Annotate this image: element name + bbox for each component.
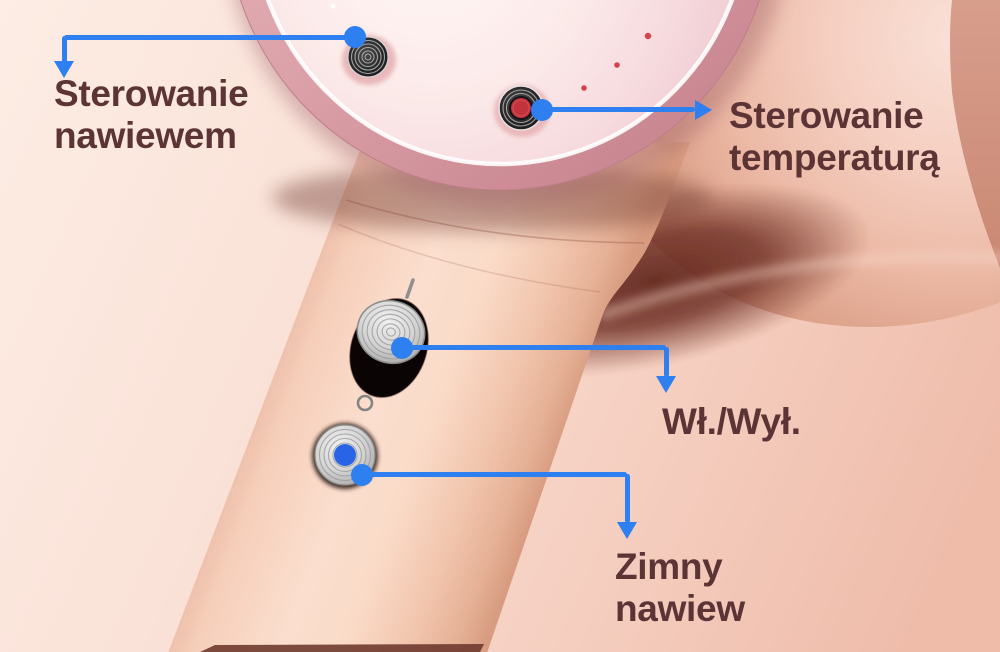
- neck-seam-line: [337, 223, 601, 293]
- barrel-underside-highlight: [598, 252, 1000, 321]
- power-callout-line: [402, 345, 666, 350]
- temperature-callout-line: [542, 107, 695, 112]
- cold-callout-line: [625, 474, 630, 523]
- power-off-mark: [356, 394, 374, 412]
- power-label: Wł./Wył.: [662, 401, 801, 442]
- cold-label: Zimny nawiew: [615, 546, 745, 629]
- airflow-callout-line: [64, 35, 355, 40]
- power-callout-line: [664, 347, 669, 377]
- power-on-mark: [405, 278, 415, 299]
- sparkle-highlight: [330, 3, 336, 9]
- cold-arrow-icon: [617, 522, 637, 539]
- cold-shot-blue-indicator: [334, 444, 356, 466]
- power-arrow-icon: [656, 376, 676, 393]
- dryer-barrel-shaded-edge: [950, 0, 1000, 268]
- temperature-callout-dot: [531, 99, 553, 121]
- airflow-callout-line: [62, 36, 67, 63]
- airflow-arrow-icon: [54, 61, 74, 78]
- temperature-label: Sterowanie temperaturą: [729, 95, 940, 178]
- dryer-barrel: [576, 0, 1000, 327]
- power-callout-dot: [391, 337, 413, 359]
- airflow-callout-dot: [344, 26, 366, 48]
- temperature-red-indicator: [511, 98, 531, 118]
- cold-callout-dot: [351, 464, 373, 486]
- power-switch-button: [348, 297, 430, 399]
- temperature-indicator-dots: [581, 32, 652, 91]
- temperature-arrow-icon: [695, 100, 712, 120]
- cold-callout-line: [362, 472, 627, 477]
- airflow-label: Sterowanie nawiewem: [54, 73, 249, 156]
- handle-bottom-edge: [200, 644, 484, 652]
- dryer-handle: [168, 142, 690, 652]
- temperature-control-button: [494, 85, 550, 137]
